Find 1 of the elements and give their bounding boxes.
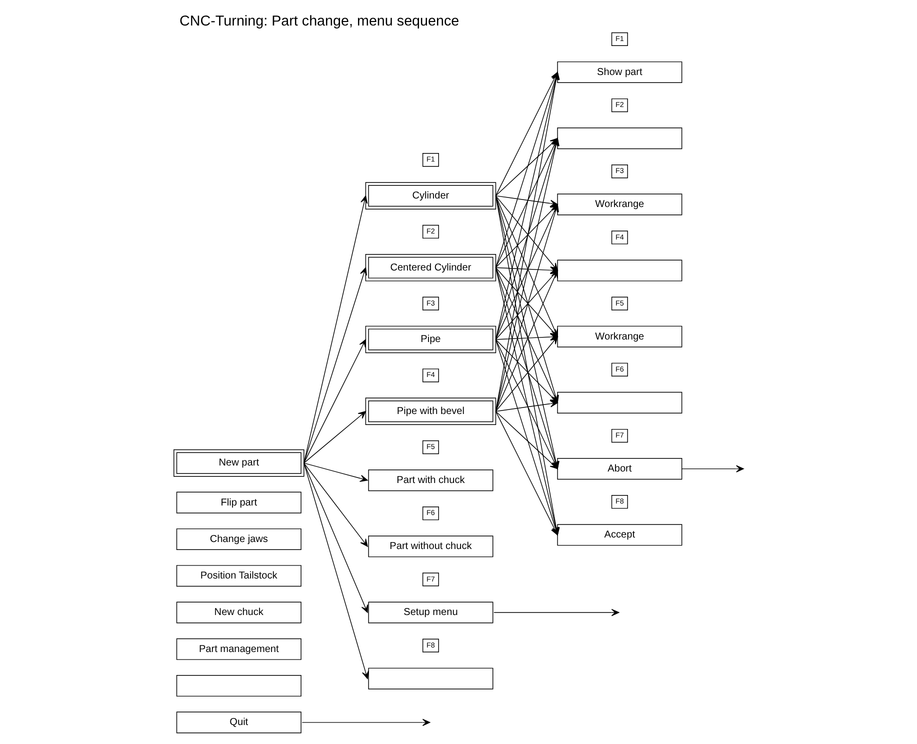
diagram-title: CNC-Turning: Part change, menu sequence <box>179 14 459 30</box>
